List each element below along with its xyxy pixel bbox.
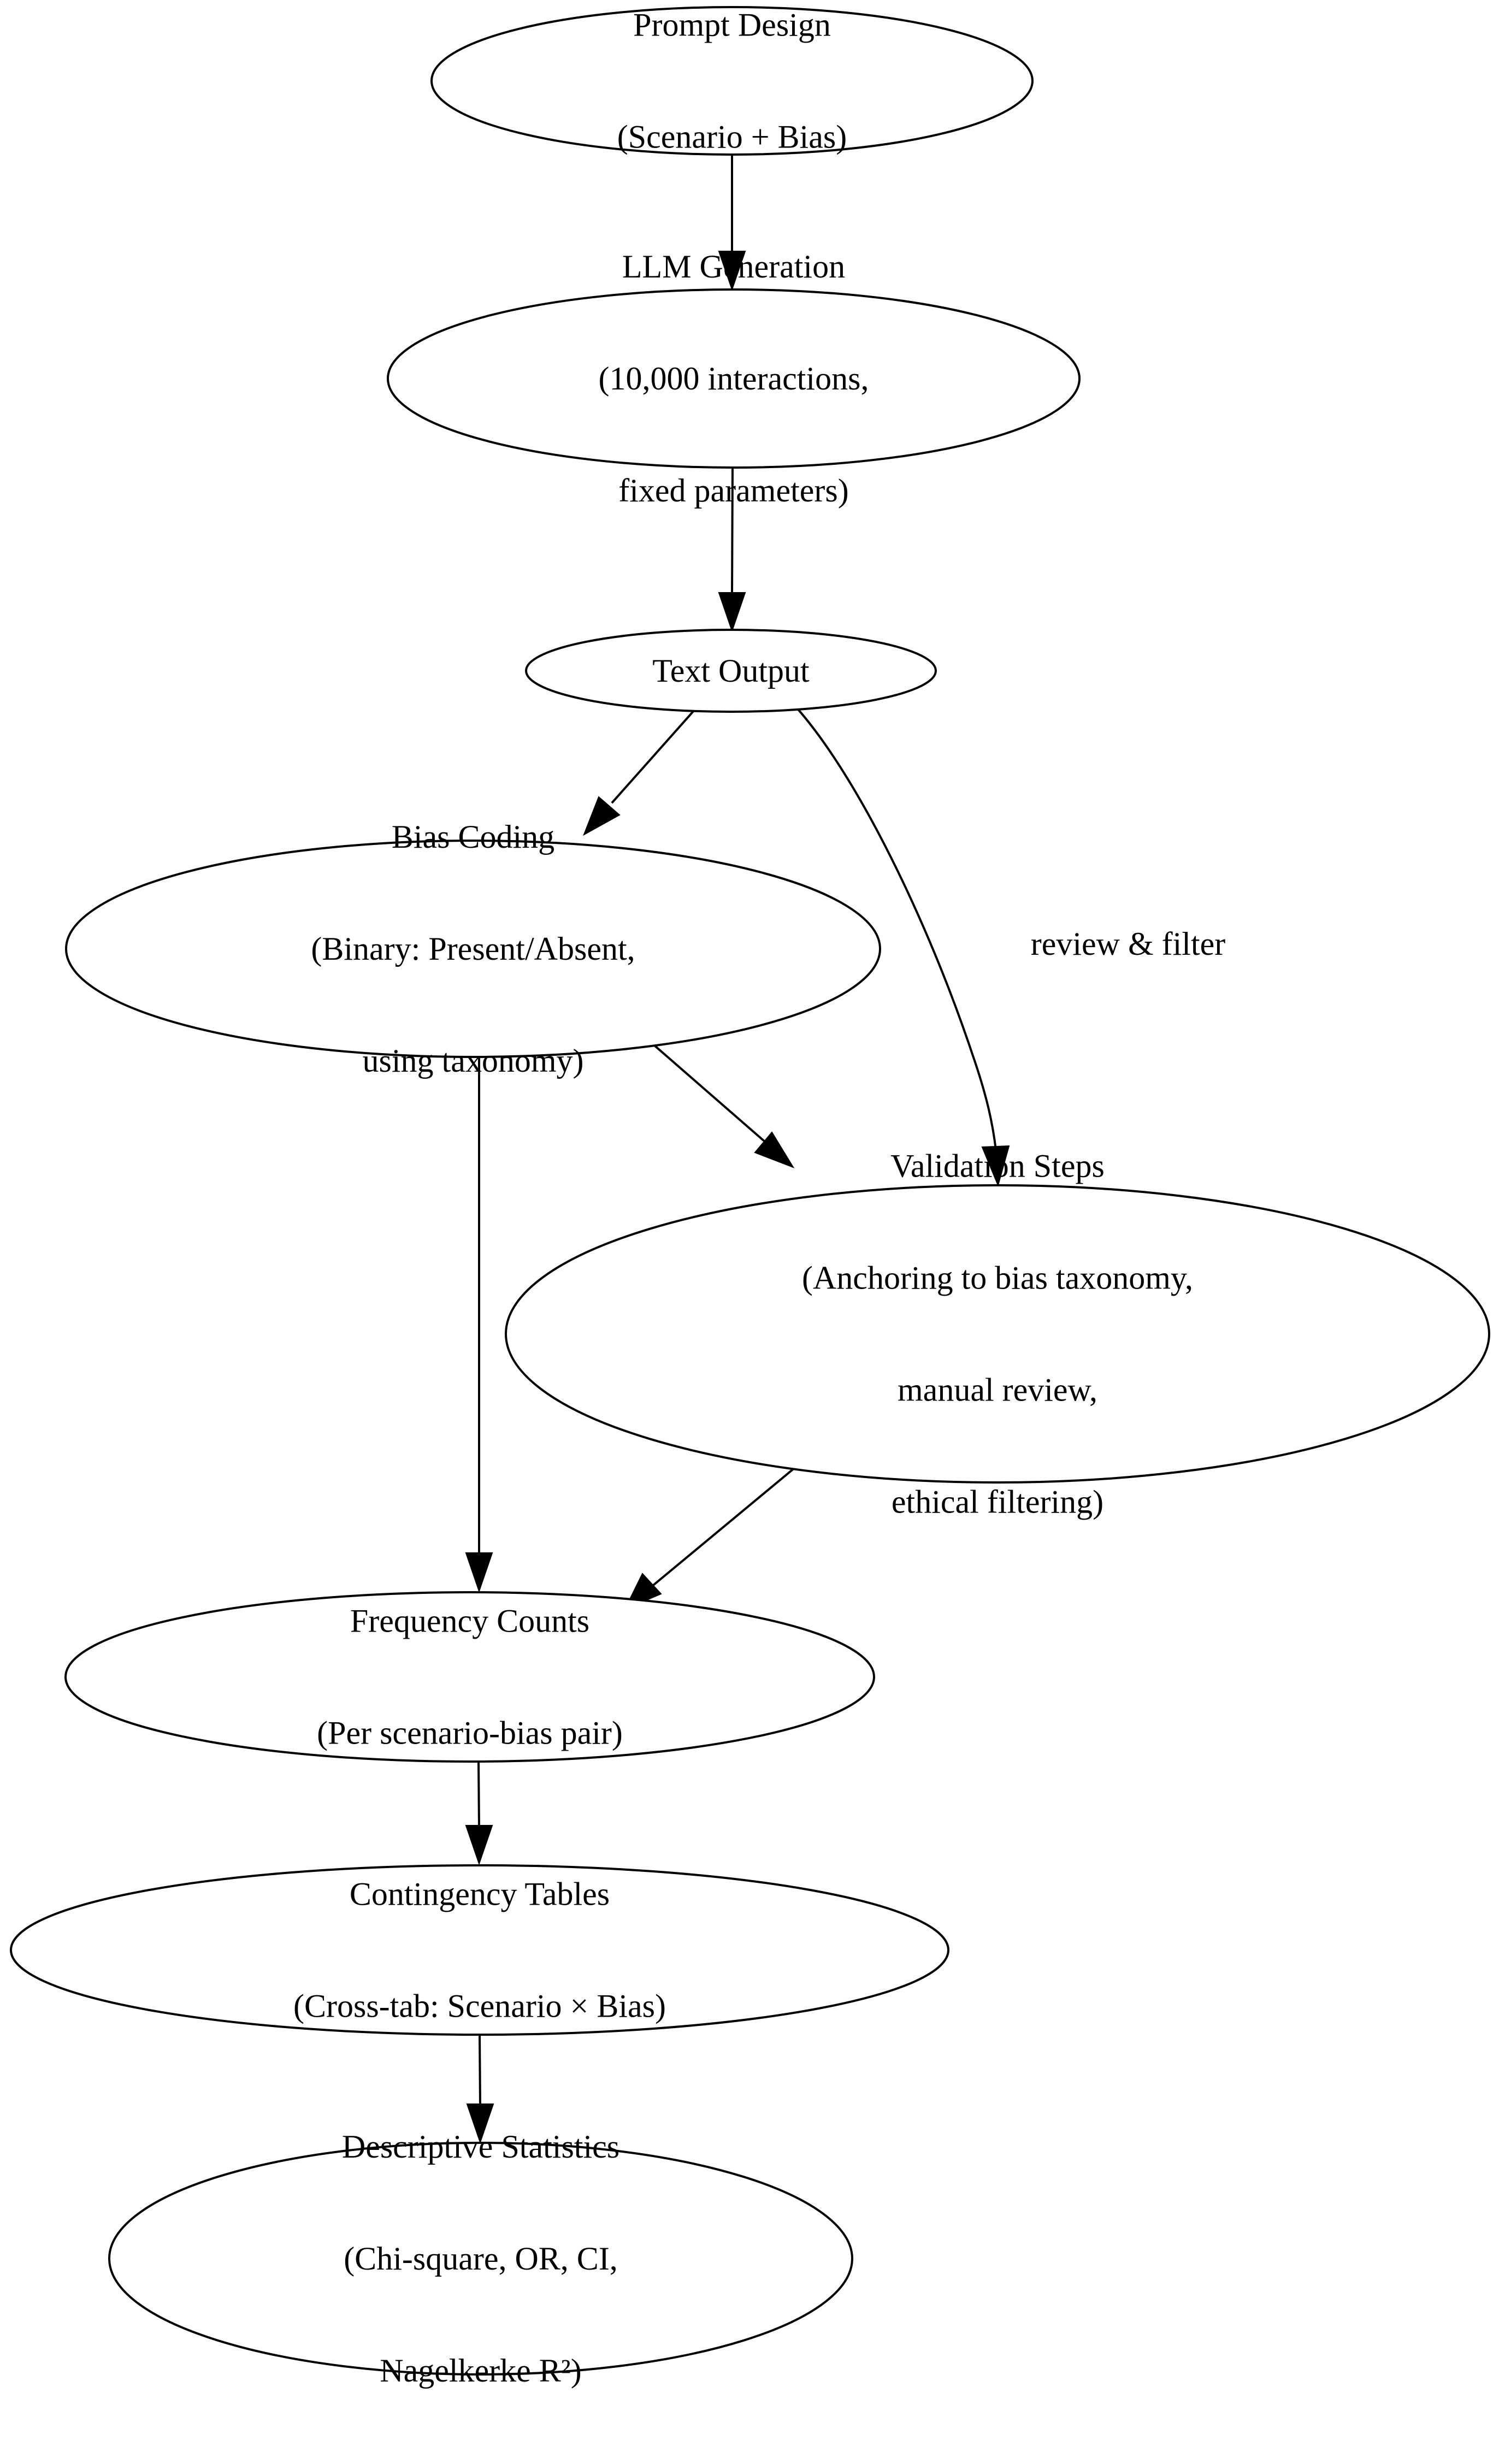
- arrowhead-icon: [718, 592, 746, 633]
- node-shape-llm-generation[interactable]: [387, 288, 1081, 469]
- edge-line: [611, 708, 696, 804]
- arrowhead-icon: [981, 1145, 1010, 1187]
- edge-bias-coding-to-frequency-counts: [465, 1057, 493, 1593]
- flowchart-canvas: Prompt Design (Scenario + Bias) LLM Gene…: [10, 6, 1490, 2389]
- edge-text-output-to-validation-steps: [794, 705, 1010, 1187]
- edge-validation-steps-to-frequency-counts: [623, 1459, 805, 1610]
- edge-llm-generation-to-text-output: [718, 468, 746, 633]
- flowchart-svg: [10, 6, 1490, 2376]
- edge-line: [794, 705, 997, 1150]
- edge-prompt-design-to-llm-generation: [718, 155, 746, 292]
- edge-line: [731, 468, 734, 596]
- arrowhead-icon: [754, 1131, 795, 1168]
- edge-contingency-tables-to-descriptive-statistics: [466, 2035, 494, 2144]
- arrowhead-icon: [718, 251, 746, 292]
- node-shape-contingency-tables[interactable]: [10, 1864, 949, 2036]
- node-shape-text-output[interactable]: [525, 629, 937, 713]
- node-shape-validation-steps[interactable]: [505, 1184, 1490, 1484]
- node-shape-frequency-counts[interactable]: [64, 1591, 875, 1763]
- edge-label-review-and-filter: review & filter: [1030, 925, 1226, 962]
- arrowhead-icon: [583, 796, 621, 836]
- node-shape-descriptive-statistics[interactable]: [108, 2142, 853, 2376]
- edge-line: [652, 1459, 805, 1586]
- edge-frequency-counts-to-contingency-tables: [465, 1762, 493, 1866]
- arrowhead-icon: [466, 2103, 494, 2144]
- arrowhead-icon: [465, 1825, 493, 1866]
- node-shape-bias-coding[interactable]: [65, 840, 881, 1058]
- edge-line: [641, 1033, 766, 1143]
- edge-text-output-to-bias-coding: [583, 708, 696, 836]
- node-shape-prompt-design[interactable]: [430, 6, 1034, 156]
- edge-bias-coding-to-validation-steps: [641, 1033, 795, 1168]
- arrowhead-icon: [465, 1552, 493, 1593]
